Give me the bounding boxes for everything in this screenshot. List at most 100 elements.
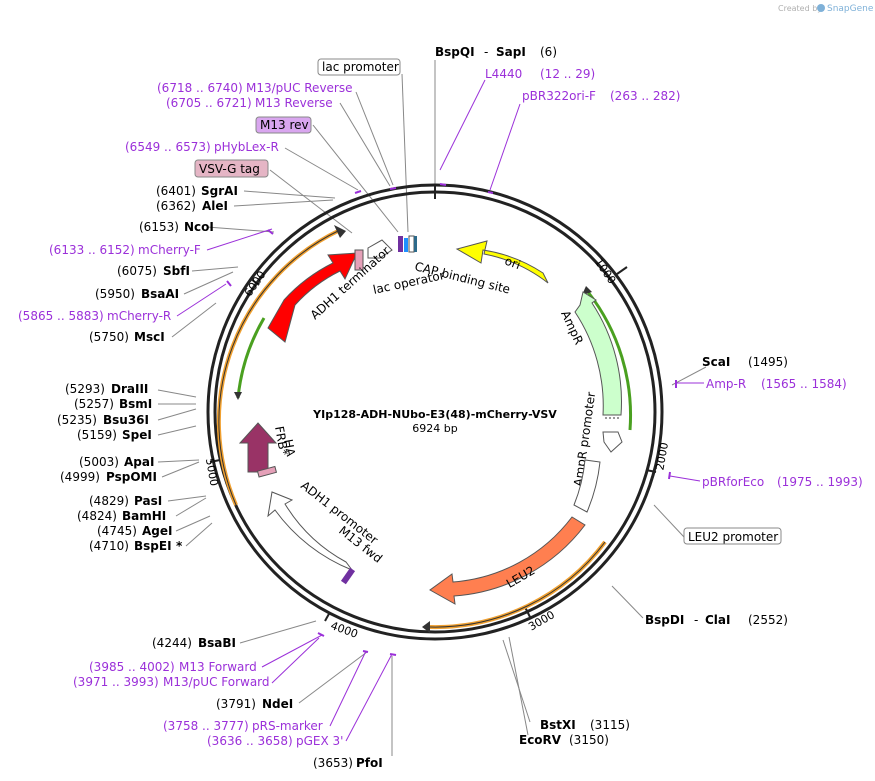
enzyme-ecorv-pos: (3150) xyxy=(569,733,609,747)
enzyme-msci-pos: (5750) xyxy=(89,330,129,344)
enzyme-bspqi-sep: - xyxy=(484,45,488,59)
enzyme-pspomi-pos: (4999) xyxy=(60,470,100,484)
enzyme-sbfi: SbfI xyxy=(163,264,190,278)
frb-label: FRB* xyxy=(272,425,291,456)
primer-phyblex-r: pHybLex-R xyxy=(214,140,279,154)
enzyme-pfoi: PfoI xyxy=(356,756,383,770)
primer-m13-puc-forward: M13/pUC Forward xyxy=(163,675,270,689)
primer-mcherry-f-range: (6133 .. 6152) xyxy=(49,243,135,257)
boxed-feature-labels: lac promoter M13 rev VSV-G tag LEU2 prom… xyxy=(194,58,782,545)
plasmid-title-group: YIp128-ADH-NUbo-E3(48)-mCherry-VSV 6924 … xyxy=(312,408,557,435)
enzyme-clai: ClaI xyxy=(705,613,730,627)
enzyme-pasi: PasI xyxy=(134,494,162,508)
primer-pgex3-range: (3636 .. 3658) xyxy=(207,734,293,748)
enzyme-bamhi-pos: (4824) xyxy=(77,509,117,523)
enzyme-ecorv: EcoRV xyxy=(519,733,562,747)
tick-2000: 2000 xyxy=(653,441,671,471)
snapgene-watermark: Created by SnapGene xyxy=(778,4,874,14)
adh1-terminator-feature xyxy=(367,239,393,259)
primer-pbrforeco-range: (1975 .. 1993) xyxy=(777,475,863,489)
cap-site-marker-2 xyxy=(414,236,417,252)
ha-label: HA xyxy=(281,438,298,458)
tick-4000: 4000 xyxy=(329,619,360,641)
ampr-orf-arc xyxy=(586,291,633,431)
lac-promoter-box-label: lac promoter xyxy=(322,60,399,74)
primer-l4440: L4440 xyxy=(485,67,522,81)
primer-m13-reverse-range: (6705 .. 6721) xyxy=(166,96,252,110)
watermark-prefix: Created by xyxy=(778,4,822,13)
primer-m13-puc-reverse: M13/pUC Reverse xyxy=(246,81,353,95)
enzyme-scai-pos: (1495) xyxy=(748,355,788,369)
mcherry-orf-arc-green xyxy=(236,317,266,399)
ampr-promoter-feature xyxy=(602,431,623,453)
enzyme-sbfi-pos: (6075) xyxy=(117,264,157,278)
tick-labels: 1000 2000 3000 4000 5000 6000 xyxy=(203,256,671,641)
enzyme-bspqi-pos: (6) xyxy=(540,45,557,59)
m13-rev-box xyxy=(255,116,312,134)
enzyme-alei: AleI xyxy=(202,199,228,213)
enzyme-bstxi-pos: (3115) xyxy=(590,718,630,732)
primer-prs-marker-range: (3758 .. 3777) xyxy=(163,719,249,733)
lac-promoter-marker xyxy=(404,238,408,252)
tick-5000: 5000 xyxy=(203,457,221,487)
primer-pbr322ori-f: pBR322ori-F xyxy=(522,89,596,103)
snapgene-logo-icon xyxy=(817,4,825,12)
enzyme-bsabi: BsaBI xyxy=(198,636,236,650)
primer-pbr322ori-f-range: (263 .. 282) xyxy=(610,89,680,103)
primer-mcherry-f: mCherry-F xyxy=(138,243,201,257)
plasmid-size: 6924 bp xyxy=(412,422,457,435)
enzyme-ndei-pos: (3791) xyxy=(216,697,256,711)
primer-m13-puc-forward-range: (3971 .. 3993) xyxy=(73,675,159,689)
enzyme-ncoi-pos: (6153) xyxy=(139,220,179,234)
primer-m13-forward-range: (3985 .. 4002) xyxy=(89,660,175,674)
primer-m13-reverse: M13 Reverse xyxy=(255,96,333,110)
enzyme-agei: AgeI xyxy=(142,524,172,538)
enzyme-bspqi: BspQI xyxy=(435,45,475,59)
primer-pgex3: pGEX 3' xyxy=(296,734,343,748)
ori-feature xyxy=(455,240,549,284)
enzyme-spei-pos: (5159) xyxy=(77,428,117,442)
enzyme-msci: MscI xyxy=(134,330,165,344)
enzyme-bspei-star: * xyxy=(176,539,183,553)
green-orf-arrowhead xyxy=(234,392,242,400)
enzyme-bamhi: BamHI xyxy=(122,509,166,523)
enzyme-bspei-pos: (4710) xyxy=(89,539,129,553)
enzyme-pfoi-pos: (3653) xyxy=(313,756,353,770)
primer-l4440-range: (12 .. 29) xyxy=(540,67,595,81)
watermark-brand: SnapGene xyxy=(827,4,874,14)
mcherry-feature xyxy=(267,252,358,343)
enzyme-bsmi-pos: (5257) xyxy=(74,397,114,411)
primer-phyblex-r-range: (6549 .. 6573) xyxy=(125,140,211,154)
enzyme-apai-pos: (5003) xyxy=(79,455,119,469)
leu2-promoter-box xyxy=(683,527,782,545)
enzyme-bsaai-pos: (5950) xyxy=(95,287,135,301)
leader-lines xyxy=(157,60,707,756)
enzyme-bspdi: BspDI xyxy=(645,613,684,627)
enzyme-bsu36i-pos: (5235) xyxy=(57,413,97,427)
enzyme-sgrai-pos: (6401) xyxy=(156,184,196,198)
ampr-feature xyxy=(574,291,622,416)
enzyme-apai: ApaI xyxy=(124,455,154,469)
enzyme-ndei: NdeI xyxy=(262,697,293,711)
leu2-promoter-box-label: LEU2 promoter xyxy=(688,530,778,544)
vsvg-tag-box-label: VSV-G tag xyxy=(199,162,260,176)
mcherry-orf-arrowhead xyxy=(334,225,346,238)
enzyme-bspdi-pos: (2552) xyxy=(748,613,788,627)
vsvg-tag-marker xyxy=(354,249,364,271)
enzyme-ncoi: NcoI xyxy=(184,220,214,234)
vsvg-tag-box xyxy=(194,159,269,178)
enzyme-draiii-pos: (5293) xyxy=(65,382,105,396)
enzyme-bsaai: BsaAI xyxy=(141,287,179,301)
enzyme-bspei: BspEI xyxy=(134,539,172,553)
primer-m13-forward: M13 Forward xyxy=(179,660,257,674)
orf-arcs xyxy=(216,228,633,630)
ori-label: ori xyxy=(503,254,522,272)
ha-frb-feature xyxy=(238,422,278,473)
leu2-orf-arrowhead xyxy=(422,621,430,633)
primer-m13-puc-reverse-range: (6718 .. 6740) xyxy=(157,81,243,95)
enzyme-pasi-pos: (4829) xyxy=(89,494,129,508)
enzyme-labels: BspQI - SapI (6) ScaI (1495) BspDI - Cla… xyxy=(57,45,788,770)
primer-pbrforeco: pBRforEco xyxy=(702,475,764,489)
enzyme-sgrai: SgrAI xyxy=(201,184,238,198)
